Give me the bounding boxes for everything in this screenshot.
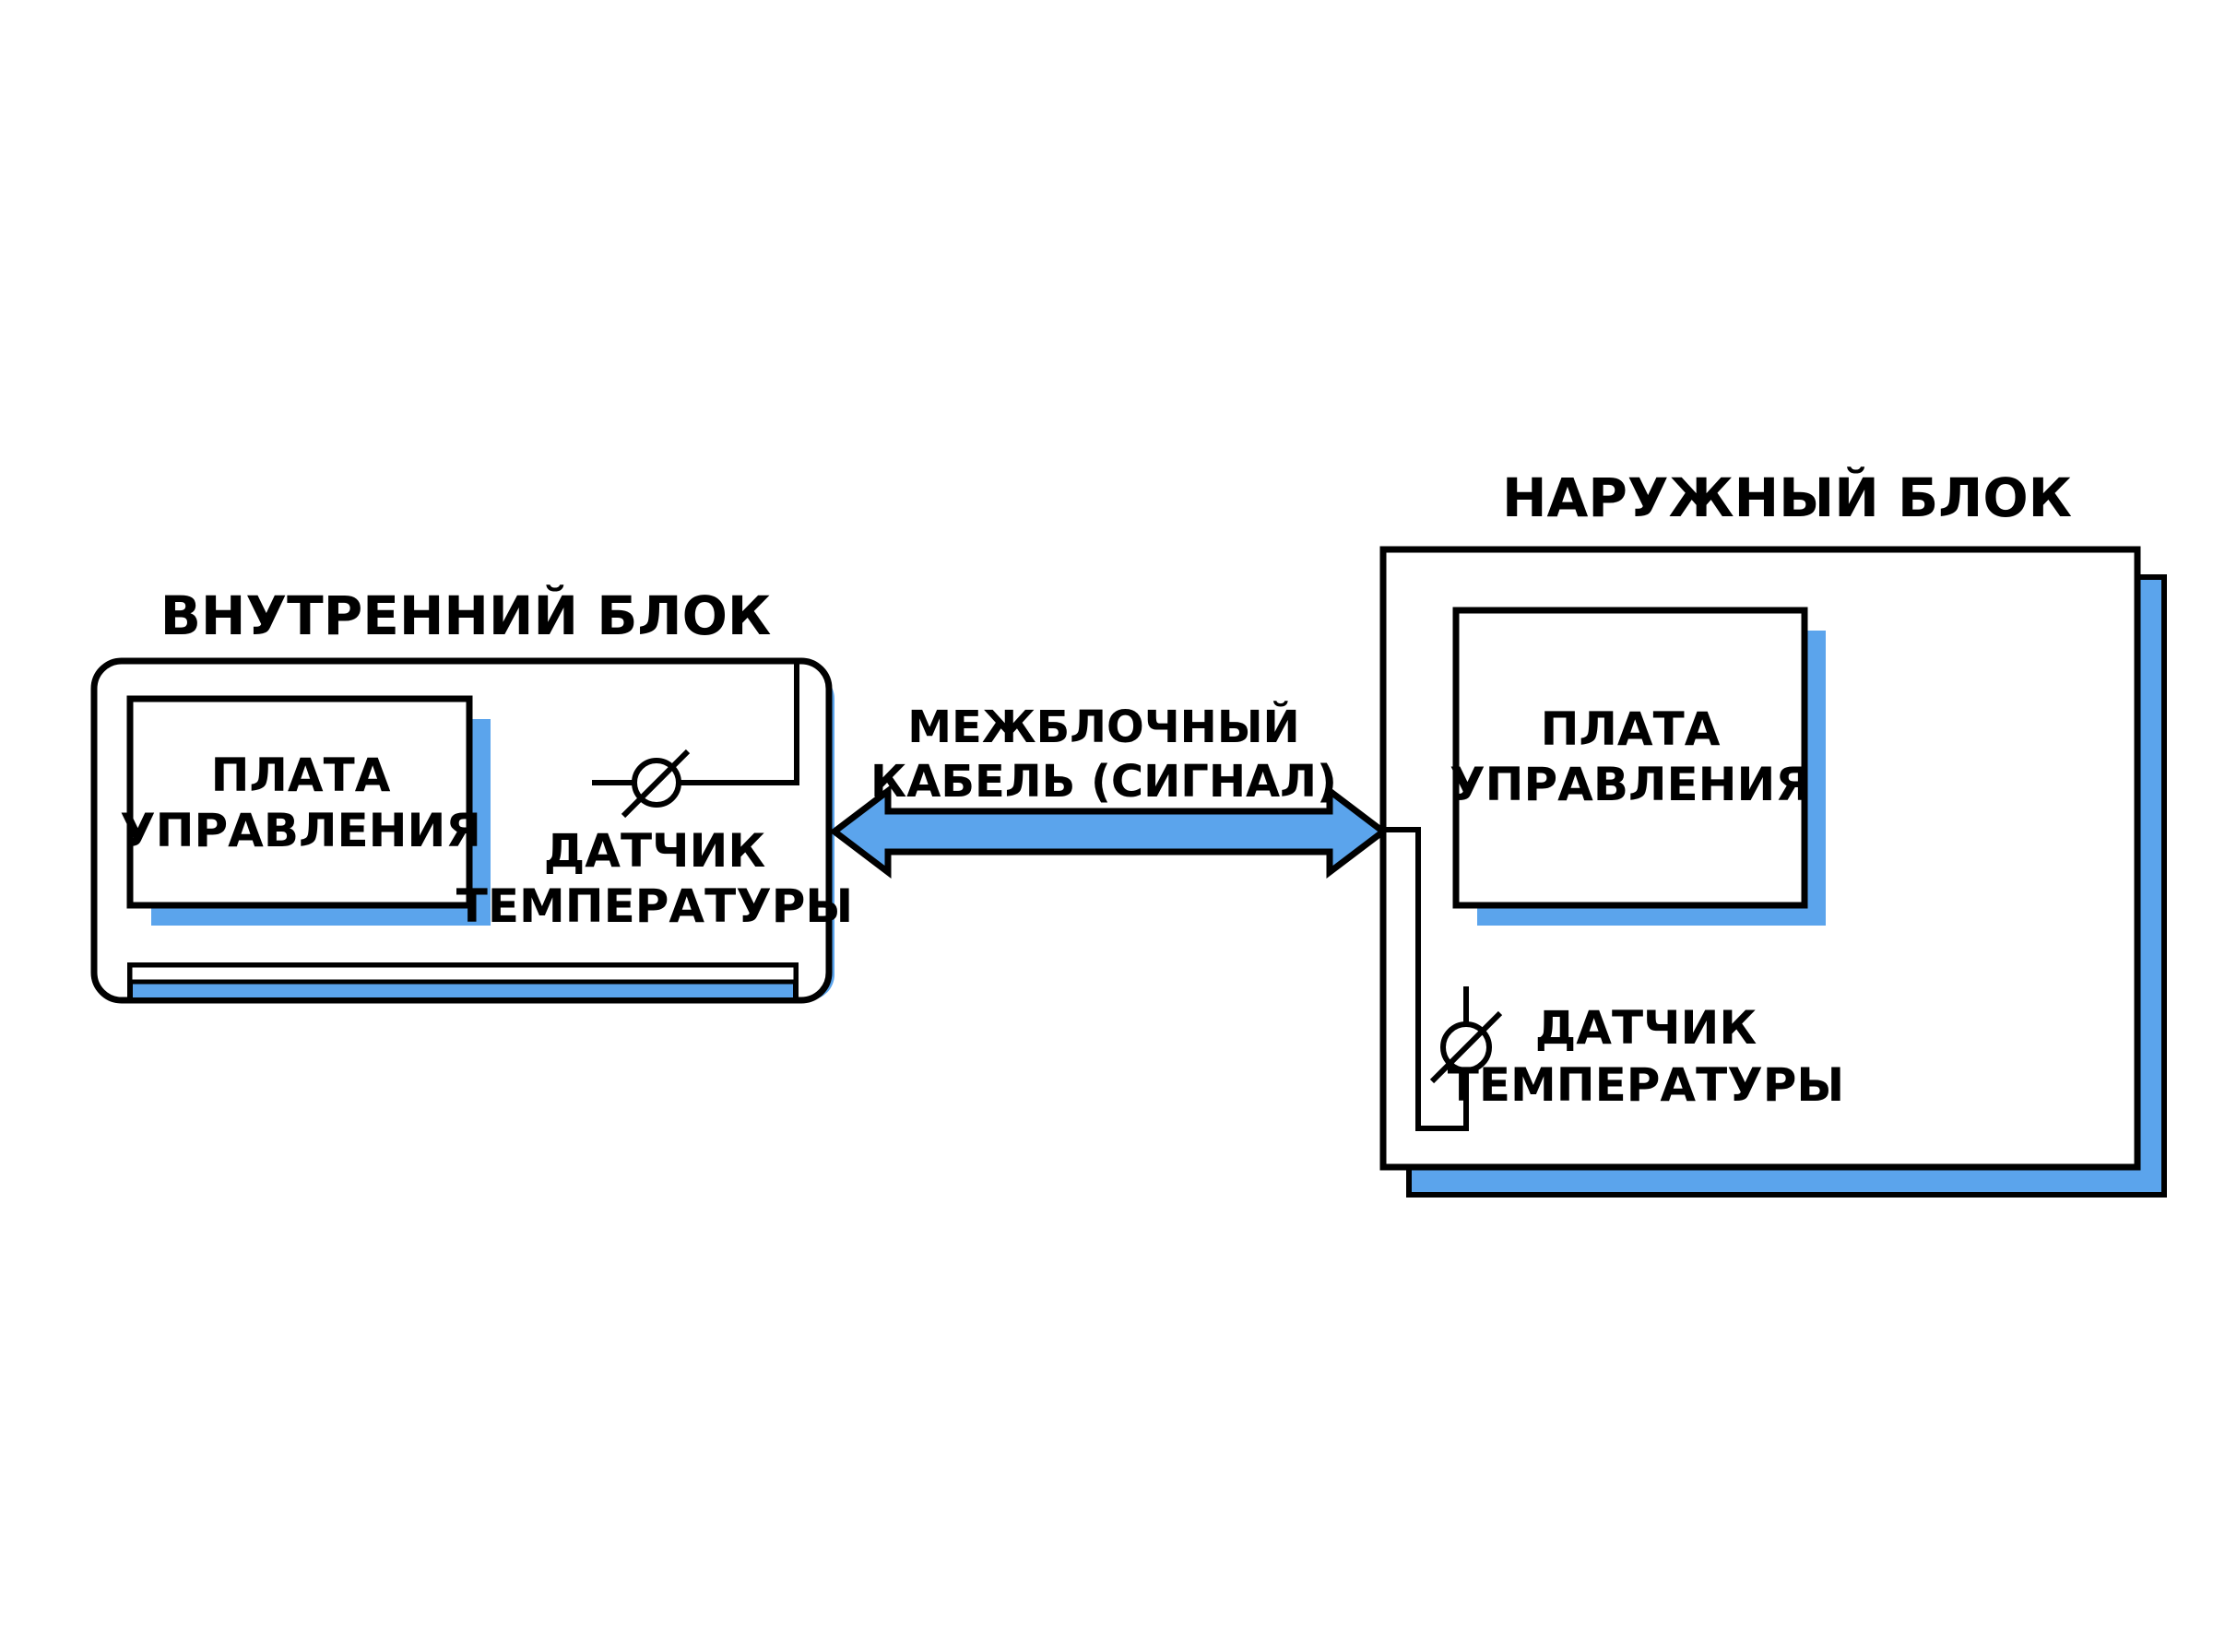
indoor-board-label-line2: УПРАВЛЕНИЯ [120,804,481,857]
indoor-unit-title: ВНУТРЕННИЙ БЛОК [160,584,772,647]
outdoor-control-board [1452,607,1808,909]
outdoor-unit: НАРУЖНЫЙ БЛОК ПЛАТА УПРАВЛЕНИЯ ДАТЧИК ТЕ… [1379,466,2167,1198]
outdoor-temperature-sensor-icon [1429,1010,1503,1084]
indoor-control-board [126,695,473,909]
interblock-cable: МЕЖБЛОЧНЫЙ КАБЕЛЬ (СИГНАЛ) [829,701,1389,879]
outdoor-board-label-line1: ПЛАТА [1541,702,1721,756]
indoor-unit: ВНУТРЕННИЙ БЛОК ПЛАТА УПРАВЛЕНИЯ ДАТЧИК … [90,584,853,1004]
indoor-unit-vent-inner [127,962,799,985]
indoor-sensor-label-line1: ДАТЧИК [544,824,766,878]
indoor-temperature-sensor-icon [621,749,691,819]
indoor-board-label-line1: ПЛАТА [211,749,391,802]
outdoor-sensor-wire [1383,827,1469,1131]
cable-label-line1: МЕЖБЛОЧНЫЙ [907,701,1299,753]
outdoor-sensor-label-line2: ТЕМПЕРАТУРЫ [1448,1058,1844,1112]
outdoor-board-label-line2: УПРАВЛЕНИЯ [1450,758,1811,811]
outdoor-unit-title: НАРУЖНЫЙ БЛОК [1502,466,2072,529]
indoor-sensor-wire [678,661,799,785]
cable-label-line2: КАБЕЛЬ (СИГНАЛ) [870,756,1337,808]
outdoor-sensor-label-line1: ДАТЧИК [1535,1001,1757,1055]
indoor-sensor-label-line2: ТЕМПЕРАТУРЫ [456,879,853,933]
